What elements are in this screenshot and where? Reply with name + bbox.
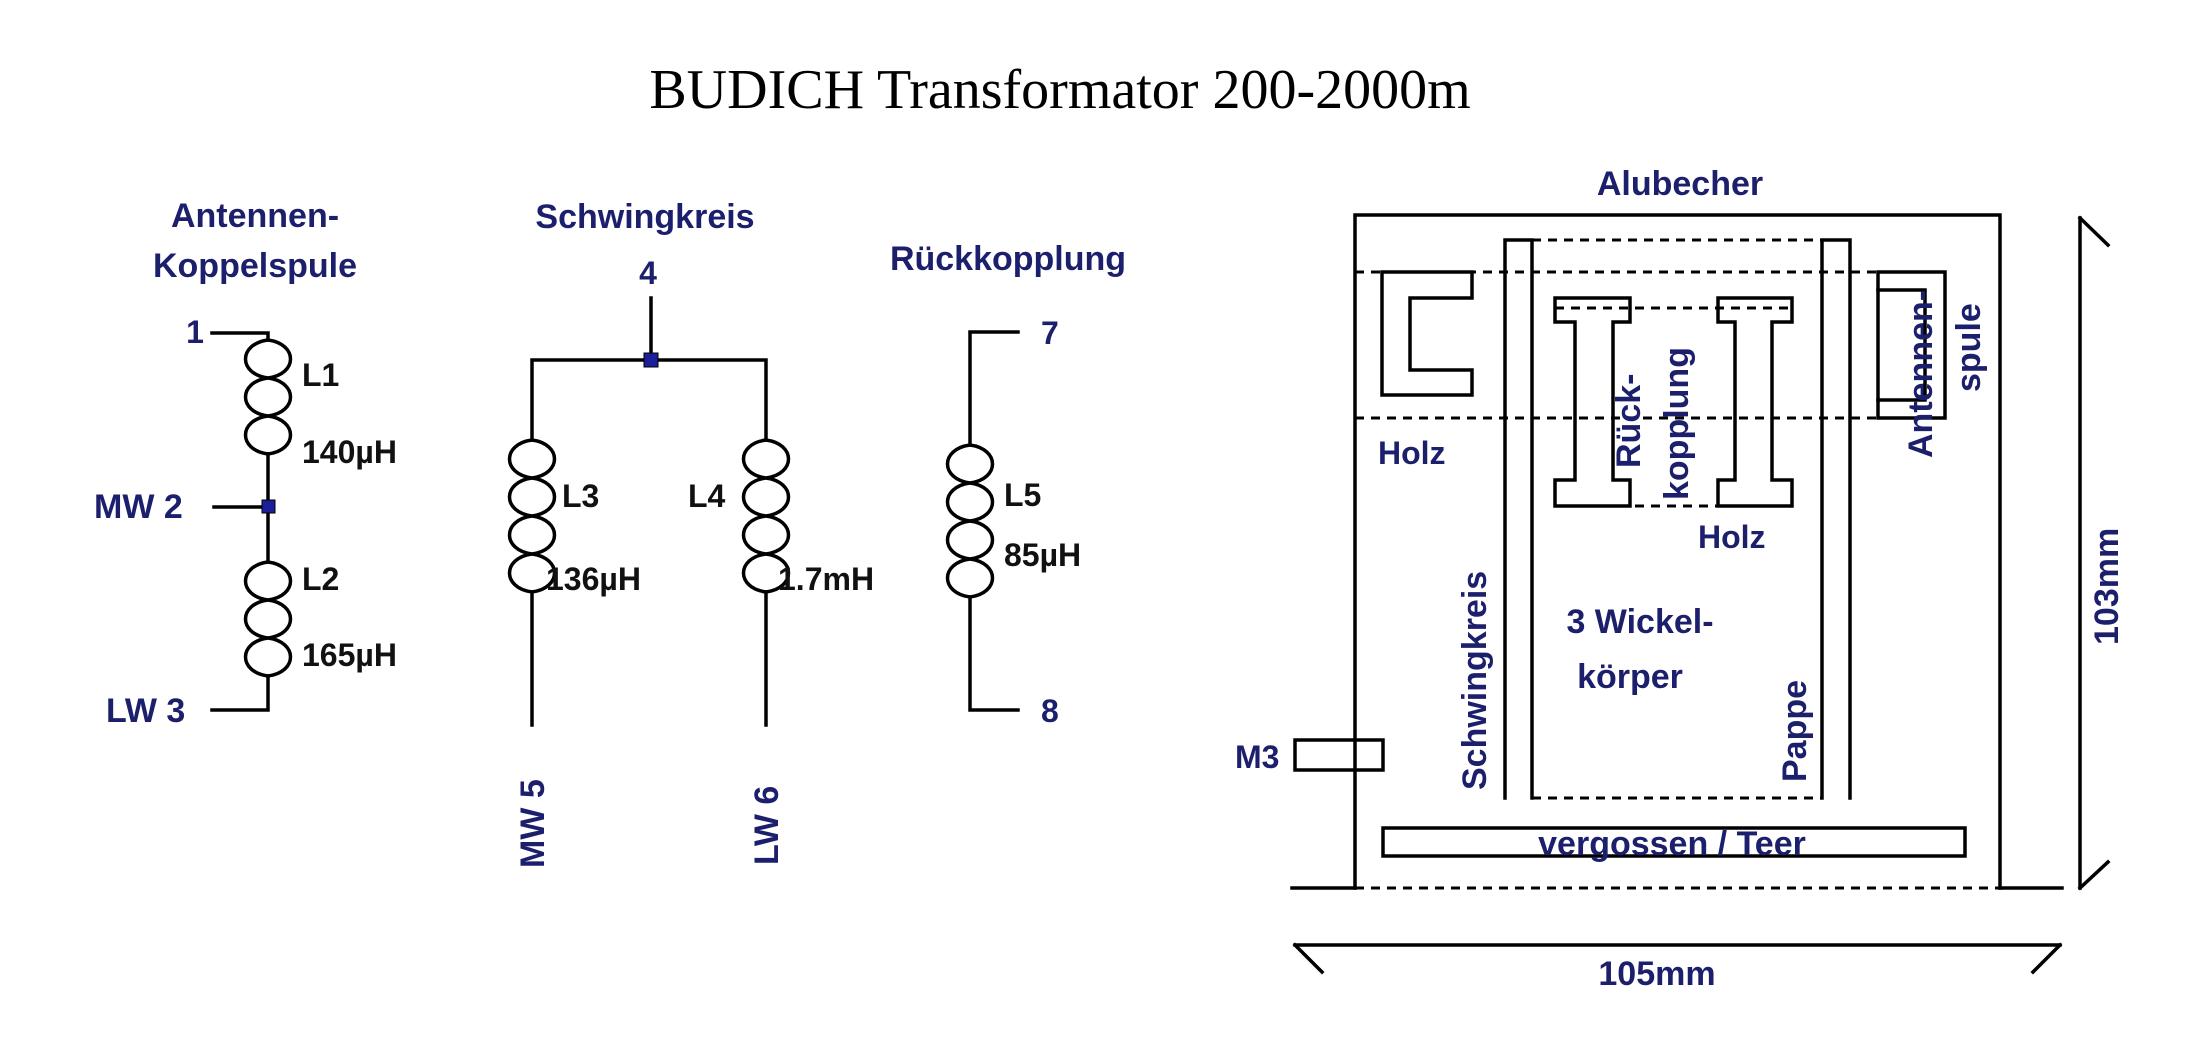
feedback-bracket-left (1553, 296, 1632, 508)
width-arrow-right (2030, 942, 2063, 975)
former-left-wall (1503, 238, 1534, 800)
coil-l3-label: L3 (562, 478, 599, 514)
feedback-heading: Rückkopplung (890, 240, 1126, 278)
coil-l1 (243, 338, 293, 456)
width-arrow-left (1292, 942, 1325, 975)
antenna-coupling-section: Antennen- Koppelspule 1 L1 140µH MW 2 L2… (94, 197, 397, 730)
width-label: 105mm (1598, 955, 1715, 993)
coil-l5-label: L5 (1004, 477, 1041, 513)
terminal-4-label: 4 (639, 255, 657, 291)
coil-l3-value: 136µH (546, 561, 641, 597)
terminal-mw5-label: MW 5 (514, 779, 552, 868)
terminal-1-wire (210, 331, 270, 342)
coil-l2 (243, 560, 293, 678)
tank-heading: Schwingkreis (535, 198, 754, 236)
antenna-coil-label-line2: spule (1950, 303, 1988, 392)
height-arrow-bottom (2077, 859, 2111, 891)
former-label-line2: körper (1577, 658, 1683, 696)
coil-l2-label: L2 (302, 561, 339, 597)
feedback-section: Rückkopplung 7 L5 85µH 8 (890, 240, 1126, 729)
former-label-line1: 3 Wickel- (1566, 603, 1713, 641)
terminal-7-label: 7 (1041, 315, 1059, 351)
coil-l3 (507, 438, 557, 594)
terminal-lw6-label: LW 6 (748, 786, 786, 865)
tank-coil-label: Schwingkreis (1456, 571, 1494, 790)
diagram-title: BUDICH Transformator 200-2000m (649, 59, 1470, 121)
antenna-heading-line2: Koppelspule (153, 247, 357, 285)
coil-l4 (741, 438, 791, 594)
height-arrow-top (2077, 215, 2111, 248)
antenna-coil-outline (1876, 270, 1947, 420)
feedback-coil-label-line2: kopplung (1658, 347, 1696, 500)
coil-l5 (945, 443, 995, 599)
tap-node-4 (643, 352, 659, 368)
terminal-lw3-label: LW 3 (106, 692, 185, 730)
terminal-8-label: 8 (1041, 693, 1059, 729)
terminal-lw3-wire (210, 674, 270, 712)
coil-l4-label: L4 (688, 478, 726, 514)
coil-l4-value: 1.7mH (778, 561, 874, 597)
terminal-mw2-label: MW 2 (94, 488, 183, 526)
tap-node-mw2 (261, 499, 276, 514)
coil-l1-value: 140µH (302, 434, 397, 470)
can-label: Alubecher (1597, 165, 1763, 203)
potting-bar (1381, 826, 1967, 858)
former-right-wall (1820, 238, 1852, 800)
coil-l2-value: 165µH (302, 637, 397, 673)
tank-circuit-section: Schwingkreis 4 L3 136µH MW 5 L4 1.7mH LW… (507, 198, 874, 868)
coil-l1-label: L1 (302, 357, 339, 393)
screw-m3 (1293, 738, 1385, 772)
feedback-bracket-right (1716, 296, 1794, 508)
antenna-coil-inner (1876, 288, 1927, 402)
antenna-coil-label-line1: Antennen- (1902, 290, 1940, 458)
terminal-8-wire (968, 595, 1020, 712)
wood-left-label: Holz (1378, 435, 1446, 471)
aluminum-can (1353, 213, 2002, 890)
feedback-coil-label-line1: Rück- (1610, 374, 1648, 468)
terminal-7-wire (968, 330, 1020, 447)
wood-center-label: Holz (1698, 519, 1766, 555)
construction-drawing: Alubecher Holz Rück- kopplung Holz Anten… (1235, 165, 2126, 993)
height-label: 103mm (2088, 528, 2126, 645)
potting-label: vergossen / Teer (1538, 825, 1806, 863)
terminal-1-label: 1 (186, 314, 204, 350)
cardboard-label: Pappe (1776, 680, 1814, 782)
wood-block-left (1380, 270, 1474, 397)
tank-top-bus (530, 358, 768, 442)
coil-l5-value: 85µH (1004, 537, 1081, 573)
screw-label: M3 (1235, 739, 1279, 775)
antenna-heading-line1: Antennen- (171, 197, 339, 235)
